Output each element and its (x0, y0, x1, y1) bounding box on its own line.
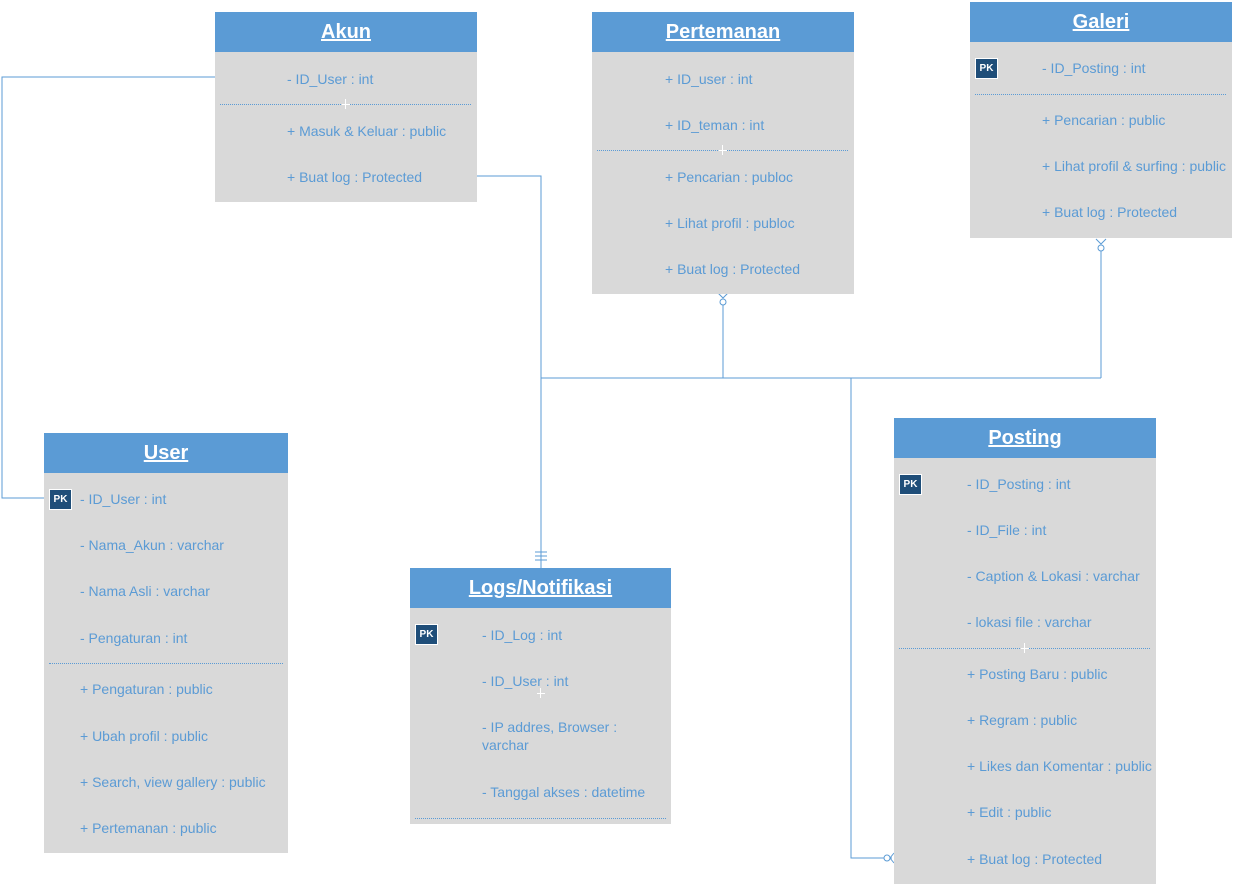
section-divider (415, 818, 666, 819)
attribute-row: - Pengaturan : int (80, 630, 188, 646)
method-row: + Pertemanan : public (80, 820, 217, 836)
primary-key-badge: PK (899, 474, 922, 495)
attribute-row: - ID_Posting : int (967, 476, 1071, 492)
attribute-row: + ID_teman : int (665, 117, 765, 133)
method-row: + Buat log : Protected (287, 169, 423, 185)
divider-marker (342, 99, 350, 109)
connector-akun-logs (477, 175, 542, 568)
attribute-row: - lokasi file : varchar (967, 614, 1092, 630)
attribute-row: - ID_File : int (967, 522, 1047, 538)
connector-posting (850, 378, 892, 859)
method-row: + Pencarian : publoc (665, 169, 794, 185)
method-row: + Search, view gallery : public (80, 774, 266, 790)
attribute-row: - Nama_Akun : varchar (80, 537, 224, 553)
primary-key-badge: PK (975, 58, 998, 79)
divider-marker (719, 145, 727, 155)
table-user[interactable]: User PK - ID_User : int - Nama_Akun : va… (44, 433, 288, 853)
method-row: + Lihat profil : publoc (665, 215, 795, 231)
attribute-row: - IP addres, Browser : varchar (482, 719, 618, 753)
table-pertemanan[interactable]: Pertemanan + ID_user : int + ID_teman : … (592, 12, 854, 294)
method-row: + Buat log : Protected (967, 851, 1103, 867)
section-divider (975, 94, 1226, 95)
attribute-row: - ID_User : int (80, 491, 167, 507)
attribute-row: - Nama Asli : varchar (80, 583, 210, 599)
table-title: Pertemanan (592, 12, 854, 52)
attribute-row: - ID_User : int (287, 71, 374, 87)
method-row: + Pengaturan : public (80, 681, 213, 697)
attribute-row: - ID_Log : int (482, 627, 563, 643)
attribute-row: - Tanggal akses : datetime (482, 784, 646, 800)
table-title: User (44, 433, 288, 473)
table-posting[interactable]: Posting PK - ID_Posting : int - ID_File … (894, 418, 1156, 884)
attribute-row: - ID_Posting : int (1042, 60, 1146, 76)
table-title: Posting (894, 418, 1156, 458)
table-logs-notifikasi[interactable]: Logs/Notifikasi PK - ID_Log : int - ID_U… (410, 568, 671, 824)
method-row: + Ubah profil : public (80, 728, 209, 744)
method-row: + Edit : public (967, 804, 1052, 820)
method-row: + Buat log : Protected (665, 261, 801, 277)
table-title: Logs/Notifikasi (410, 568, 671, 608)
table-akun[interactable]: Akun - ID_User : int + Masuk & Keluar : … (215, 12, 477, 202)
method-row: + Posting Baru : public (967, 666, 1108, 682)
divider-marker (537, 688, 545, 698)
table-title: Akun (215, 12, 477, 52)
attribute-row: - ID_User : int (482, 673, 569, 689)
method-row: + Likes dan Komentar : public (967, 758, 1152, 774)
attribute-row: - Caption & Lokasi : varchar (967, 568, 1140, 584)
method-row: + Buat log : Protected (1042, 204, 1178, 220)
method-row: + Masuk & Keluar : public (287, 123, 447, 139)
method-row: + Regram : public (967, 712, 1078, 728)
table-galeri[interactable]: Galeri PK - ID_Posting : int + Pencarian… (970, 2, 1232, 238)
section-divider (49, 663, 283, 664)
divider-marker (1021, 643, 1029, 653)
primary-key-badge: PK (415, 624, 438, 645)
primary-key-badge: PK (49, 489, 72, 510)
attribute-row: + ID_user : int (665, 71, 753, 87)
method-row: + Pencarian : public (1042, 112, 1166, 128)
connector-user-akun (1, 76, 215, 499)
table-title: Galeri (970, 2, 1232, 42)
method-row: + Lihat profil & surfing : public (1042, 158, 1227, 174)
